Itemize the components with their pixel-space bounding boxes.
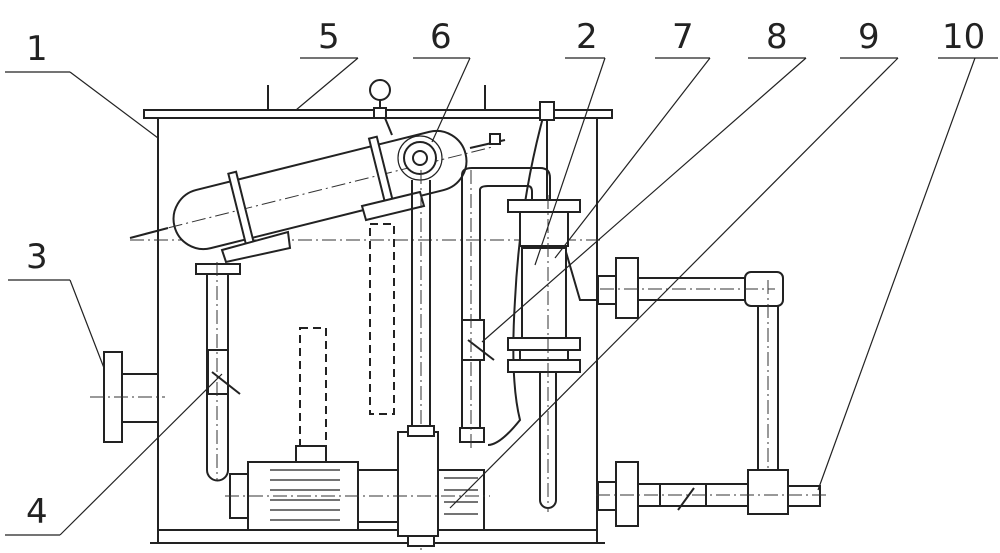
- pressure-gauge: [369, 79, 393, 136]
- motor-pump: [225, 425, 490, 547]
- label-3: 3: [26, 237, 48, 277]
- separator-vessel: [145, 129, 495, 251]
- label-2: 2: [576, 17, 598, 57]
- label-4: 4: [26, 492, 48, 532]
- drain-pipe: [195, 262, 241, 482]
- label-6: 6: [430, 17, 452, 57]
- label-5: 5: [318, 17, 340, 57]
- leader-lines: [5, 57, 998, 536]
- label-7: 7: [672, 17, 694, 57]
- label-10: 10: [942, 17, 985, 57]
- label-9: 9: [858, 17, 880, 57]
- label-1: 1: [26, 29, 48, 69]
- flowmeter: [507, 195, 596, 512]
- inlet-nozzle: [90, 351, 165, 443]
- outlet-piping: [596, 257, 828, 527]
- label-8: 8: [766, 17, 788, 57]
